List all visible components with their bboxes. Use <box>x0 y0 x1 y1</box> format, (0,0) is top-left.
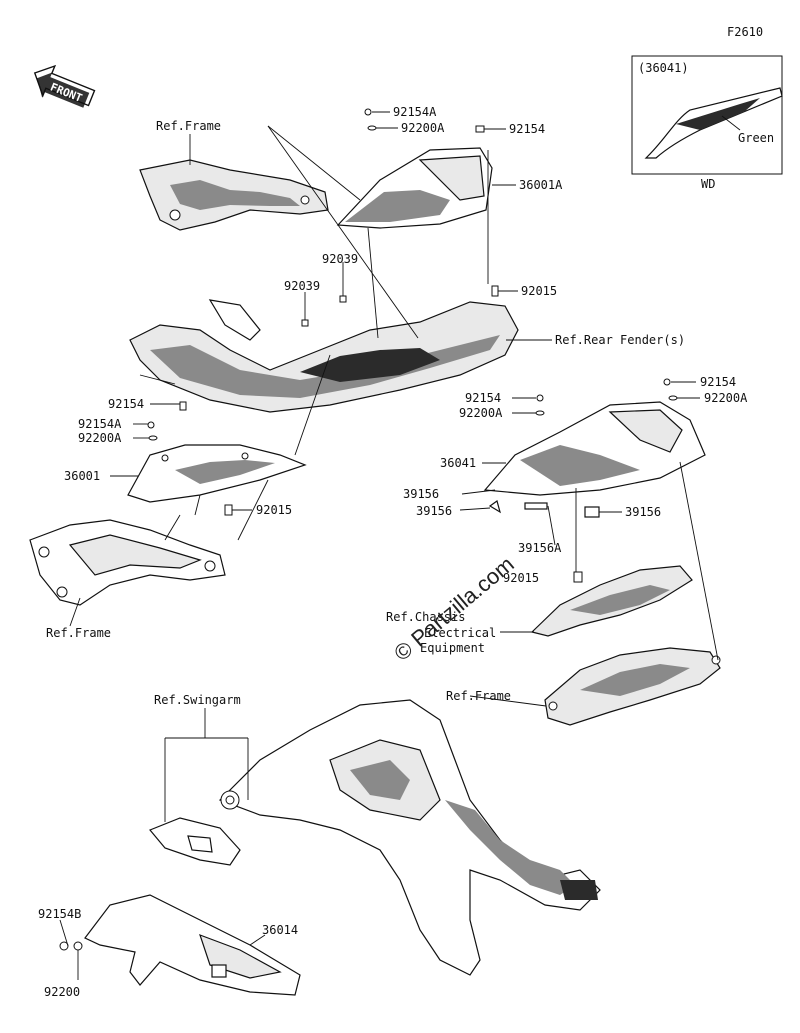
seat-cover-36041 <box>483 401 706 496</box>
label-ref-rear-fender: Ref.Rear Fender(s) <box>555 333 685 347</box>
label-92039-b: 92039 <box>284 279 320 293</box>
grommet-92015-right-icon <box>491 285 499 297</box>
label-ref-frame-left: Ref.Frame <box>46 626 111 640</box>
washer-92200a-mid-icon <box>535 410 545 416</box>
washer-92200a-top-icon <box>367 125 377 131</box>
seat-cowl-36001a <box>336 147 493 229</box>
front-arrow-icon: FRONT <box>33 64 96 108</box>
label-92154-mid: 92154 <box>465 391 501 405</box>
label-92015-lower: 92015 <box>503 571 539 585</box>
label-92200a-mid: 92200A <box>459 406 503 420</box>
label-39156a: 39156A <box>518 541 562 555</box>
leader-lines <box>59 111 719 980</box>
color-variant-inset: (36041) Green WD <box>631 55 783 191</box>
label-39156-c: 39156 <box>625 505 661 519</box>
washer-92200a-right-icon <box>668 395 678 401</box>
washer-92200a-left-icon <box>148 435 158 441</box>
clip-92039-b-icon <box>301 319 309 327</box>
bolt-92154-left-icon <box>179 401 187 411</box>
seat-cowl-36001 <box>127 444 307 503</box>
bolt-92154-mid-icon <box>536 394 544 402</box>
label-39156-b: 39156 <box>416 504 452 518</box>
label-92154-left: 92154 <box>108 397 144 411</box>
label-ref-frame-top: Ref.Frame <box>156 119 221 133</box>
swingarm <box>218 699 601 976</box>
part-39156-tab <box>488 500 501 514</box>
chain-cover-36014 <box>84 894 301 996</box>
label-92154b: 92154B <box>38 907 81 921</box>
frame-lower-left <box>29 519 226 606</box>
label-92154a-left: 92154A <box>78 417 122 431</box>
label-ref-swingarm: Ref.Swingarm <box>154 693 241 707</box>
label-36041: 36041 <box>440 456 476 470</box>
label-92200a-left: 92200A <box>78 431 122 445</box>
label-92200: 92200 <box>44 985 80 999</box>
grommet-92015-lower-icon <box>573 571 583 583</box>
label-ref-chassis-1: Ref.Chassis <box>386 610 465 624</box>
label-92154-top: 92154 <box>509 122 545 136</box>
rear-fender-assembly <box>129 299 519 413</box>
inset-part-number: (36041) <box>638 61 689 75</box>
chassis-electrical-tray <box>530 565 693 637</box>
inset-leader <box>721 115 741 131</box>
label-36014: 36014 <box>262 923 298 937</box>
part-39156-clip <box>584 506 600 518</box>
bolt-92154a-top-icon <box>364 108 372 116</box>
inset-stripe <box>676 98 760 130</box>
part-labels: 92154A 92200A 92154 36001A 92039 92039 9… <box>38 105 748 999</box>
label-92200a-top: 92200A <box>401 121 445 135</box>
bolt-92154-right-icon <box>663 378 671 386</box>
label-36001: 36001 <box>64 469 100 483</box>
bolt-92154a-left-icon <box>147 421 155 429</box>
chain-guard-small <box>149 817 241 866</box>
fasteners <box>59 108 678 951</box>
inset-color: Green <box>738 131 774 145</box>
label-92154a-top: 92154A <box>393 105 437 119</box>
label-ref-chassis-2: Electrical <box>424 626 496 640</box>
label-ref-chassis-3: Equipment <box>420 641 485 655</box>
inset-region: WD <box>701 177 715 191</box>
part-39156a-plate <box>524 502 548 510</box>
frame-right-lower <box>544 647 721 726</box>
label-92200a-right: 92200A <box>704 391 748 405</box>
clip-92039-a-icon <box>339 295 347 303</box>
label-92015-left: 92015 <box>256 503 292 517</box>
label-ref-frame-right: Ref.Frame <box>446 689 511 703</box>
diagram-code: F2610 <box>727 25 763 39</box>
bolt-92154-top-icon <box>475 125 485 133</box>
label-92154-right: 92154 <box>700 375 736 389</box>
grommet-92015-left-icon <box>224 504 233 516</box>
washer-92200-icon <box>73 941 83 951</box>
label-92015-right: 92015 <box>521 284 557 298</box>
label-92039-a: 92039 <box>322 252 358 266</box>
frame-upper-left <box>139 159 329 231</box>
label-39156-a: 39156 <box>403 487 439 501</box>
label-36001a: 36001A <box>519 178 563 192</box>
